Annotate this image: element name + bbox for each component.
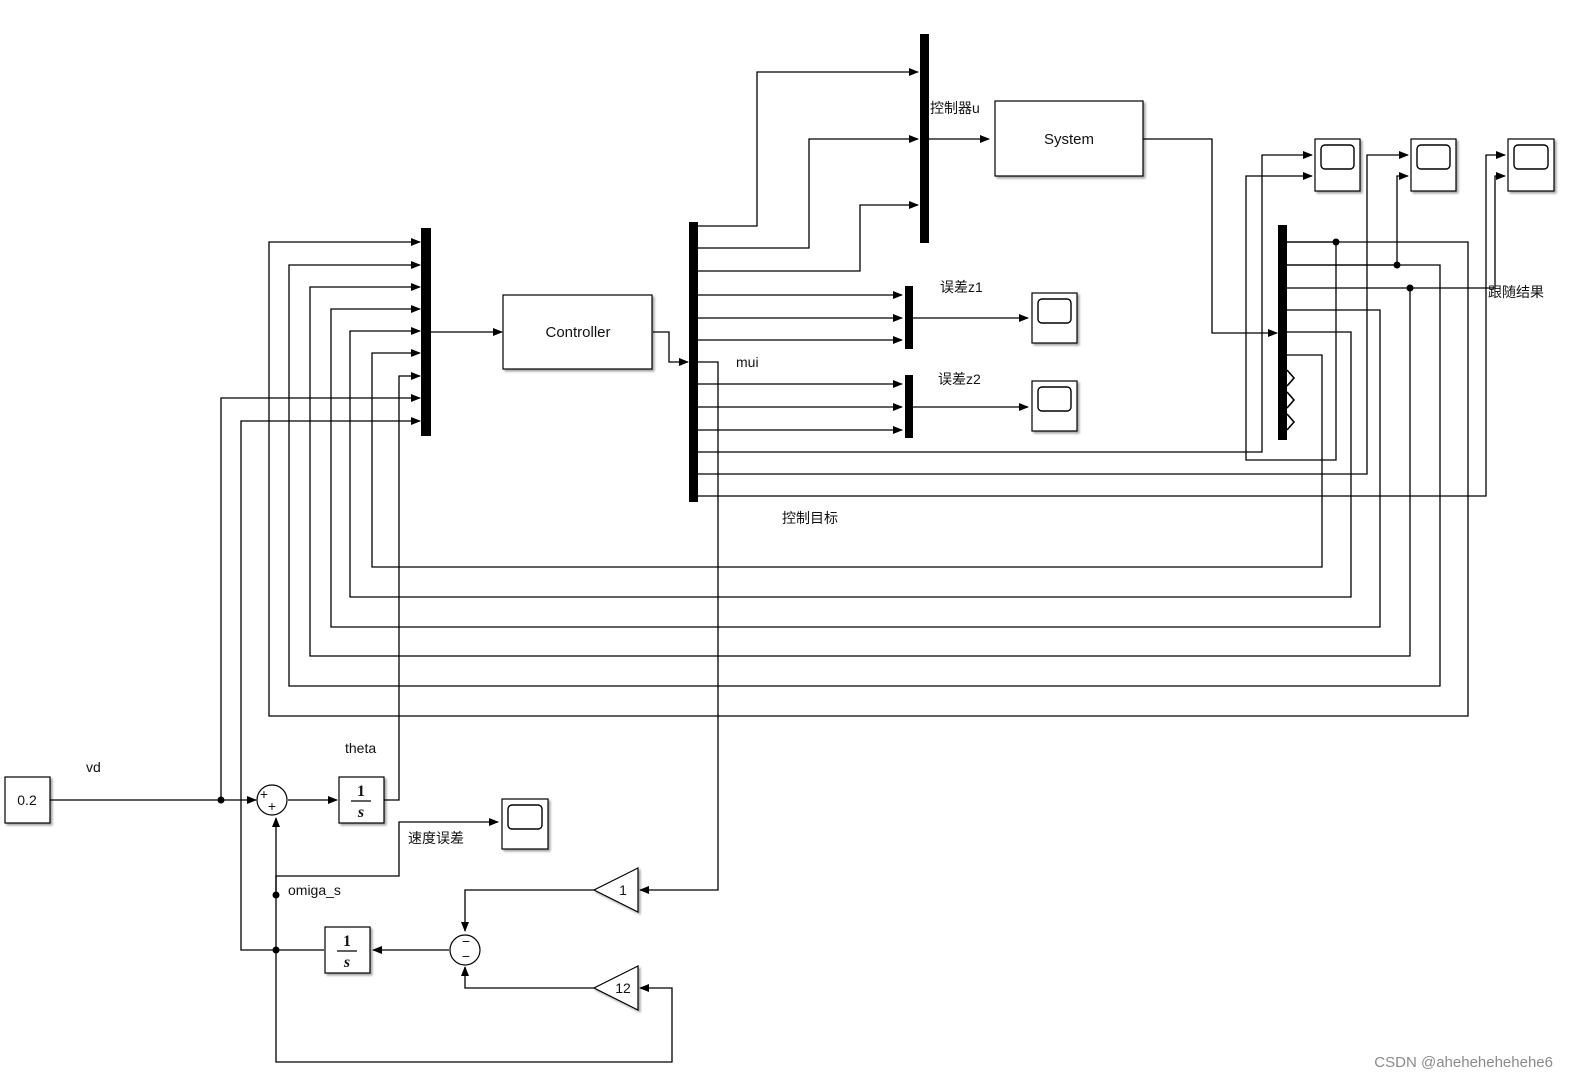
error-z1-mux-bar [905, 286, 913, 349]
integrator-numerator: 1 [343, 933, 351, 950]
controller-u-mux-bar [920, 34, 929, 243]
scope-error-z2[interactable] [1031, 380, 1078, 432]
sum2-sign-top: − [462, 933, 470, 949]
label-error-z2: 误差z2 [938, 371, 981, 387]
sum1-sign-left: + [260, 786, 268, 802]
branch-dot [272, 946, 280, 954]
branch-dot [217, 796, 225, 804]
constant-block[interactable]: 0.2 [4, 776, 51, 824]
label-error-z1: 误差z1 [940, 279, 983, 295]
label-tracking-result: 跟随结果 [1488, 284, 1544, 300]
controller-demux-bar [689, 222, 698, 502]
label-omiga-s: omiga_s [288, 882, 341, 898]
branch-dot [1393, 261, 1401, 269]
label-mui: mui [736, 354, 759, 370]
system-block[interactable]: System [994, 100, 1144, 177]
sum2-sign-bottom: − [462, 948, 470, 964]
integrator-theta-block[interactable]: 1 s [338, 776, 385, 824]
mux-bars[interactable] [421, 34, 1287, 502]
system-label: System [1044, 131, 1094, 148]
scope-error-z1[interactable] [1031, 292, 1078, 344]
error-z2-mux-bar [905, 375, 913, 438]
integrator-denominator: s [357, 804, 364, 821]
unconnected-ports [1286, 369, 1296, 431]
controller-label: Controller [545, 324, 610, 341]
gain-1-block[interactable]: 1 [592, 867, 639, 913]
integrator-denominator: s [343, 954, 350, 971]
branch-points [217, 238, 1414, 954]
scope-result-3[interactable] [1507, 138, 1555, 192]
scope-screen-icon [1513, 144, 1549, 170]
scope-screen-icon [1320, 144, 1355, 170]
label-control-target: 控制目标 [782, 510, 838, 526]
scope-speed-error[interactable] [501, 798, 549, 850]
signal-lines [50, 68, 1506, 1063]
label-speed-error: 速度误差 [408, 830, 464, 846]
gain-12-block[interactable]: 12 [592, 965, 639, 1011]
sum-block-1[interactable]: + + [256, 784, 288, 816]
label-controller-u: 控制器u [930, 100, 980, 116]
scope-result-2[interactable] [1410, 138, 1457, 192]
gain-1-value: 1 [619, 882, 627, 898]
scope-result-1[interactable] [1314, 138, 1361, 192]
scope-screen-icon [507, 804, 543, 830]
result-mux-bar [1278, 225, 1287, 440]
branch-dot [1332, 238, 1340, 246]
label-theta: theta [345, 740, 376, 756]
integrator-omiga-block[interactable]: 1 s [324, 926, 371, 974]
scope-screen-icon [1037, 386, 1072, 412]
scope-screen-icon [1416, 144, 1451, 170]
sum-block-2[interactable]: − − [449, 933, 481, 966]
constant-value: 0.2 [17, 792, 37, 808]
branch-dot [1406, 284, 1414, 292]
label-vd: vd [86, 759, 101, 775]
branch-dot [272, 891, 280, 899]
sum1-sign-bottom: + [268, 798, 276, 814]
gain-12-value: 12 [615, 980, 631, 996]
controller-block[interactable]: Controller [502, 294, 653, 370]
input-mux-bar [421, 228, 431, 436]
scope-screen-icon [1037, 298, 1072, 324]
watermark: CSDN @ahehehehehehe6 [1374, 1054, 1553, 1071]
integrator-numerator: 1 [357, 783, 365, 800]
